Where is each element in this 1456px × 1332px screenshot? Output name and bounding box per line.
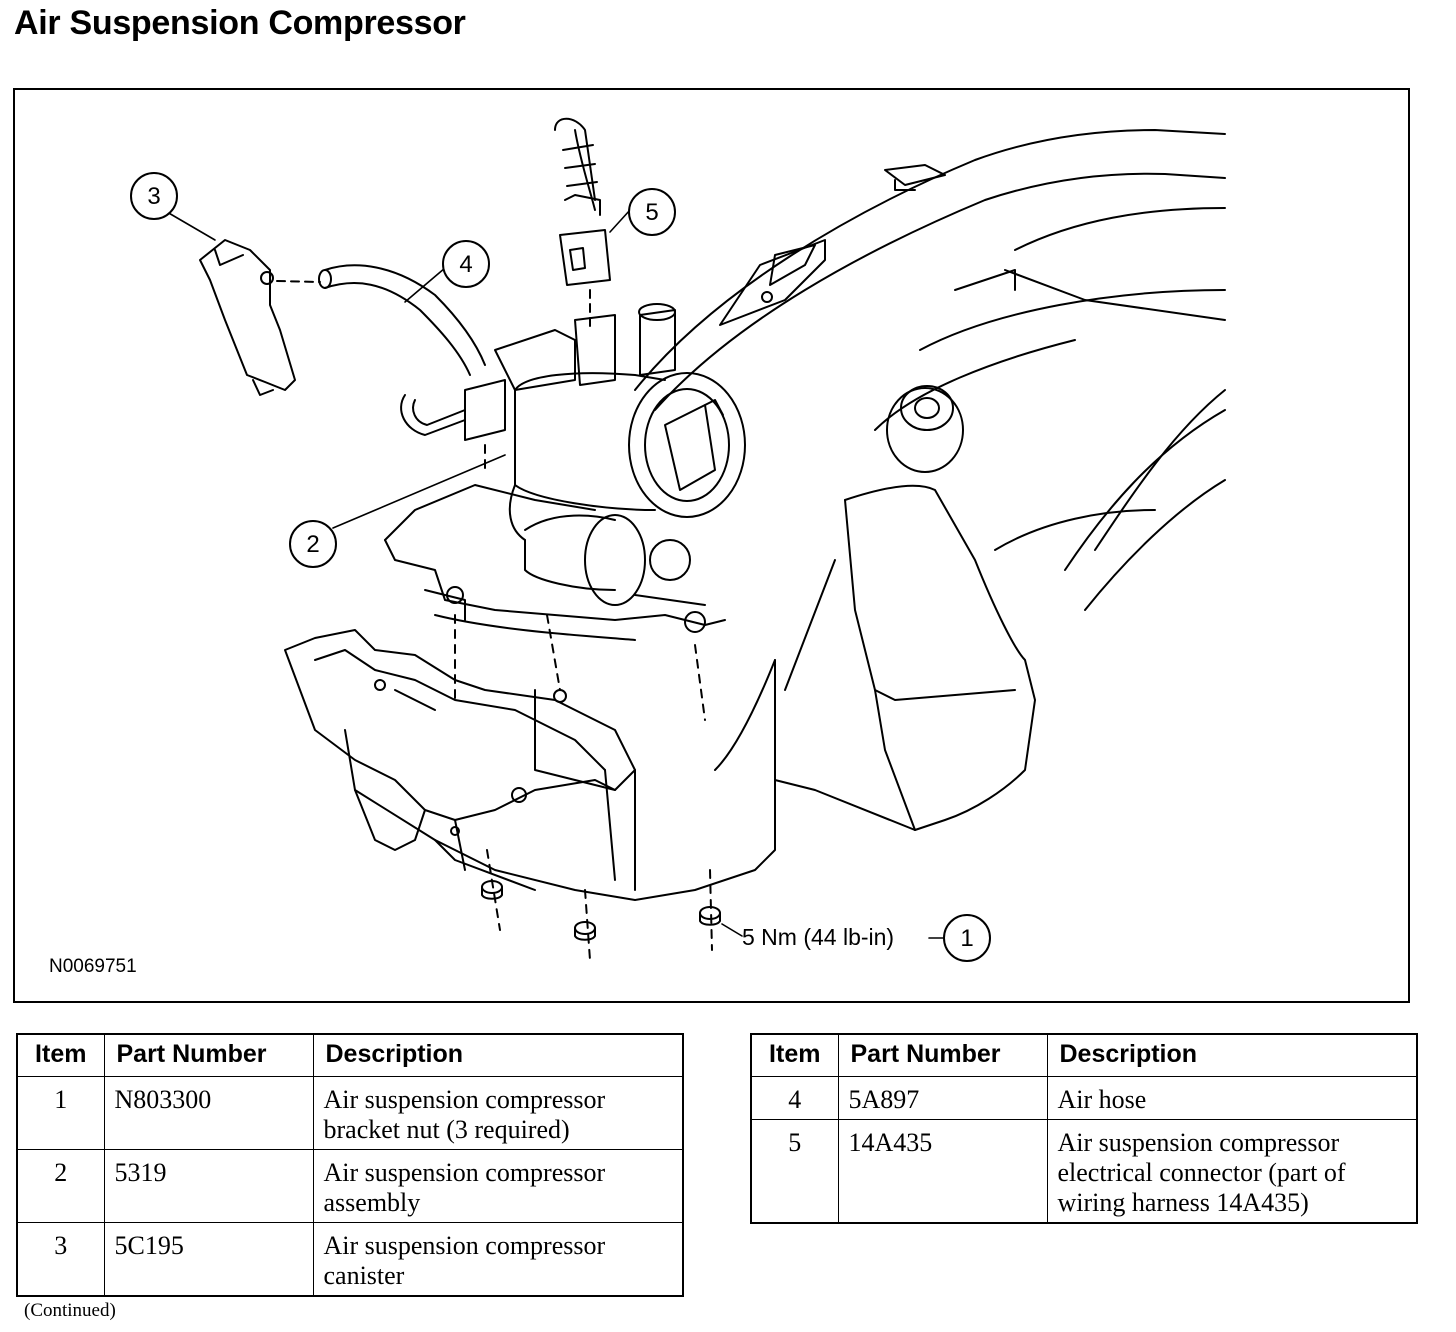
- part-number-cell: 14A435: [837, 1119, 1048, 1224]
- page-title: Air Suspension Compressor: [14, 4, 466, 42]
- item-cell: 4: [750, 1076, 839, 1120]
- description-cell: Air hose: [1046, 1076, 1418, 1120]
- callout-labels: 3 4 5 2 1: [147, 183, 973, 952]
- table-row: 3 5C195 Air suspension compressor canist…: [16, 1222, 684, 1297]
- compressor-motor: [508, 372, 746, 606]
- description-cell: Air suspension compressor bracket nut (3…: [312, 1076, 684, 1150]
- callout-circles: [130, 172, 991, 962]
- fender-vent: [719, 239, 826, 326]
- canister-part: [199, 239, 296, 396]
- item-cell: 2: [16, 1149, 105, 1223]
- fastener-dashes: [454, 444, 713, 961]
- table-row: 2 5319 Air suspension compressor assembl…: [16, 1149, 684, 1223]
- table-header-row: Item Part Number Description: [16, 1033, 684, 1077]
- part-number-cell: 5319: [103, 1149, 314, 1223]
- compressor-line-drawing: 3 4 5 2 1: [130, 117, 1226, 962]
- header-description: Description: [1046, 1033, 1418, 1077]
- header-item: Item: [16, 1033, 105, 1077]
- inner-fender: [634, 129, 1226, 831]
- callout-1: 1: [960, 925, 973, 952]
- item-cell: 5: [750, 1119, 839, 1224]
- air-hose: [276, 264, 486, 376]
- description-cell: Air suspension compressor electrical con…: [1046, 1119, 1418, 1224]
- header-item: Item: [750, 1033, 839, 1077]
- parts-table-left: Item Part Number Description 1 N803300 A…: [16, 1033, 684, 1297]
- part-number-cell: 5C195: [103, 1222, 314, 1297]
- header-part-number: Part Number: [103, 1033, 314, 1077]
- callout-2: 2: [306, 531, 319, 558]
- exploded-view-figure: 3 4 5 2 1 5 Nm (44 lb-in) N0069751: [13, 88, 1410, 1003]
- description-cell: Air suspension compressor canister: [312, 1222, 684, 1297]
- torque-spec: 5 Nm (44 lb-in): [742, 924, 895, 950]
- mounting-bracket: [384, 484, 726, 641]
- continued-note: (Continued): [24, 1300, 116, 1321]
- valve-block: [400, 303, 676, 441]
- figure-id: N0069751: [49, 956, 137, 977]
- fender-clip: [884, 164, 946, 191]
- table-row: 5 14A435 Air suspension compressor elect…: [750, 1119, 1418, 1224]
- leader-lines: [166, 209, 945, 939]
- callout-5: 5: [645, 199, 658, 226]
- description-cell: Air suspension compressor assembly: [312, 1149, 684, 1223]
- table-row: 1 N803300 Air suspension compressor brac…: [16, 1076, 684, 1150]
- header-description: Description: [312, 1033, 684, 1077]
- table-header-row: Item Part Number Description: [750, 1033, 1418, 1077]
- item-cell: 1: [16, 1076, 105, 1150]
- part-number-cell: 5A897: [837, 1076, 1048, 1120]
- fender-grommet: [886, 385, 964, 473]
- callout-3: 3: [147, 183, 160, 210]
- bracket-nuts: [481, 880, 721, 941]
- parts-table-right: Item Part Number Description 4 5A897 Air…: [750, 1033, 1418, 1224]
- table-row: 4 5A897 Air hose: [750, 1076, 1418, 1120]
- electrical-connector: [554, 117, 611, 331]
- callout-4: 4: [459, 251, 472, 278]
- item-cell: 3: [16, 1222, 105, 1297]
- header-part-number: Part Number: [837, 1033, 1048, 1077]
- mounting-tray: [284, 629, 776, 901]
- part-number-cell: N803300: [103, 1076, 314, 1150]
